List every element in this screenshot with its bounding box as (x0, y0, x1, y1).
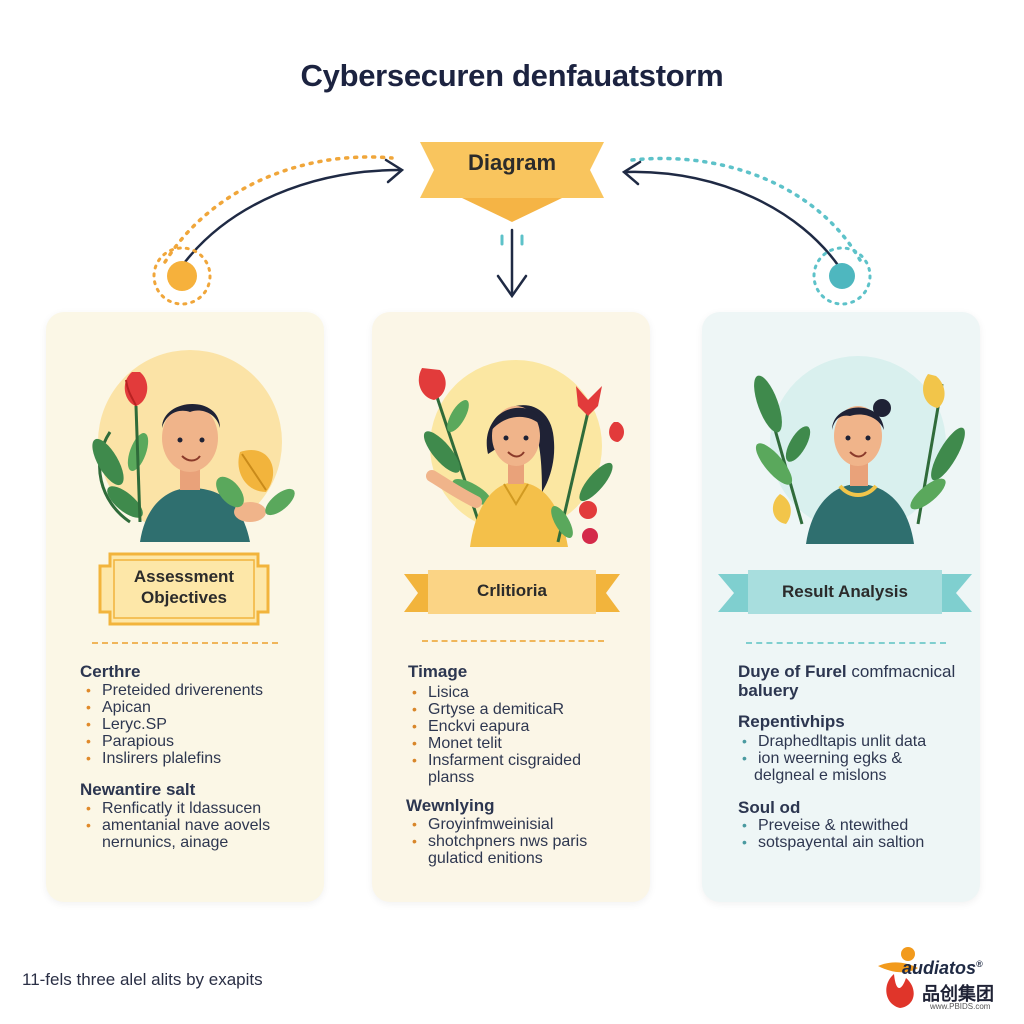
brand-url: www.PBIDS.com (930, 1002, 991, 1011)
person-with-flowers-illustration (418, 360, 624, 547)
list-item: Insfarment cisgraided (408, 752, 581, 769)
bullet-list: Lisica Grtyse a demiticaR Enckvi eapura … (408, 684, 581, 769)
diagram-label: Diagram (467, 150, 557, 175)
list-item: Apican (82, 699, 263, 716)
list-item: Groyinfmweinisial (408, 816, 587, 833)
diagram-banner (420, 142, 604, 222)
list-item: Monet telit (408, 735, 581, 752)
section-heading-suffix: comfmacnical (851, 662, 956, 681)
list-item: sotspayental ain saltion (738, 834, 924, 851)
list-item: Renficatly it ldassucen (82, 800, 270, 817)
section-heading: Wewnlying (406, 796, 495, 815)
divider (92, 642, 278, 644)
banner-ribbon (718, 570, 972, 614)
bullet-list: Groyinfmweinisial shotchpners nws paris (408, 816, 587, 850)
bullet-list: Preteided driverenents Apican Leryc.SP P… (82, 682, 263, 767)
section-heading: Newantire salt (80, 780, 196, 799)
brand-name: audiatos (902, 958, 977, 978)
list-item-continuation: gulaticd enitions (428, 850, 543, 867)
list-item: Inslirers plalefins (82, 750, 263, 767)
divider (746, 642, 946, 644)
bullet-list: Preveise & ntewithed sotspayental ain sa… (738, 817, 924, 851)
down-arrow-icon (496, 228, 528, 299)
brand-logo-icon (878, 947, 918, 1008)
section-heading: Repentivhips (738, 712, 845, 731)
list-item-continuation: nernunics, ainage (102, 834, 229, 851)
left-curved-arrow-icon (152, 155, 405, 306)
list-item: Leryc.SP (82, 716, 263, 733)
page-title: Cybersecuren denfauatstorm (300, 58, 724, 93)
section-heading-line2: baluery (738, 681, 799, 700)
list-item: Preveise & ntewithed (738, 817, 924, 834)
list-item: Parapious (82, 733, 263, 750)
person-with-plants-illustration (92, 350, 295, 542)
divider (422, 640, 604, 642)
person-with-leaves-illustration (754, 356, 965, 544)
brand-logo: audiatos® 品创集团 www.PBIDS.com (872, 944, 1012, 1014)
bullet-list: Renficatly it ldassucen amentanial nave … (82, 800, 270, 834)
list-item: Preteided driverenents (82, 682, 263, 699)
bullet-list: Draphedltapis unlit data ion weerning eg… (738, 733, 926, 767)
list-item: Grtyse a demiticaR (408, 701, 581, 718)
list-item: Draphedltapis unlit data (738, 733, 926, 750)
brand-cjk-name: 品创集团 (922, 984, 994, 1004)
section-heading-main: Duye of Furel (738, 662, 847, 681)
card-assessment-objectives: Assessment Objectives Certhre Preteided … (46, 312, 324, 902)
section-heading: Timage (408, 662, 468, 681)
registered-mark: ® (976, 959, 983, 969)
card-banner-label: Crlitioria (477, 581, 547, 600)
list-item: Enckvi eapura (408, 718, 581, 735)
banner-ribbon (404, 570, 620, 614)
list-item: shotchpners nws paris (408, 833, 587, 850)
right-curved-arrow-icon (621, 156, 872, 306)
section-heading: Soul od (738, 798, 801, 817)
card-banner-label: Result Analysis (782, 582, 908, 601)
list-item-continuation: delgneal e mislons (754, 767, 887, 784)
section-heading: Certhre (80, 662, 141, 681)
card-criteria: Crlitioria Timage Lisica Grtyse a demiti… (372, 312, 650, 902)
list-item-continuation: planss (428, 769, 475, 786)
list-item: amentanial nave aovels (82, 817, 270, 834)
card-banner-label: Assessment Objectives (133, 567, 235, 607)
flow-arrows (152, 142, 872, 306)
list-item: ion weerning egks & (738, 750, 926, 767)
banner-frame (98, 552, 270, 626)
section-heading: Duye of Furel comfmacnical (738, 662, 955, 682)
list-item: Lisica (408, 684, 581, 701)
card-result-analysis: Result Analysis Duye of Furel comfmacnic… (702, 312, 980, 902)
footer-caption: 11-fels three alel alits by exapits (22, 970, 263, 989)
